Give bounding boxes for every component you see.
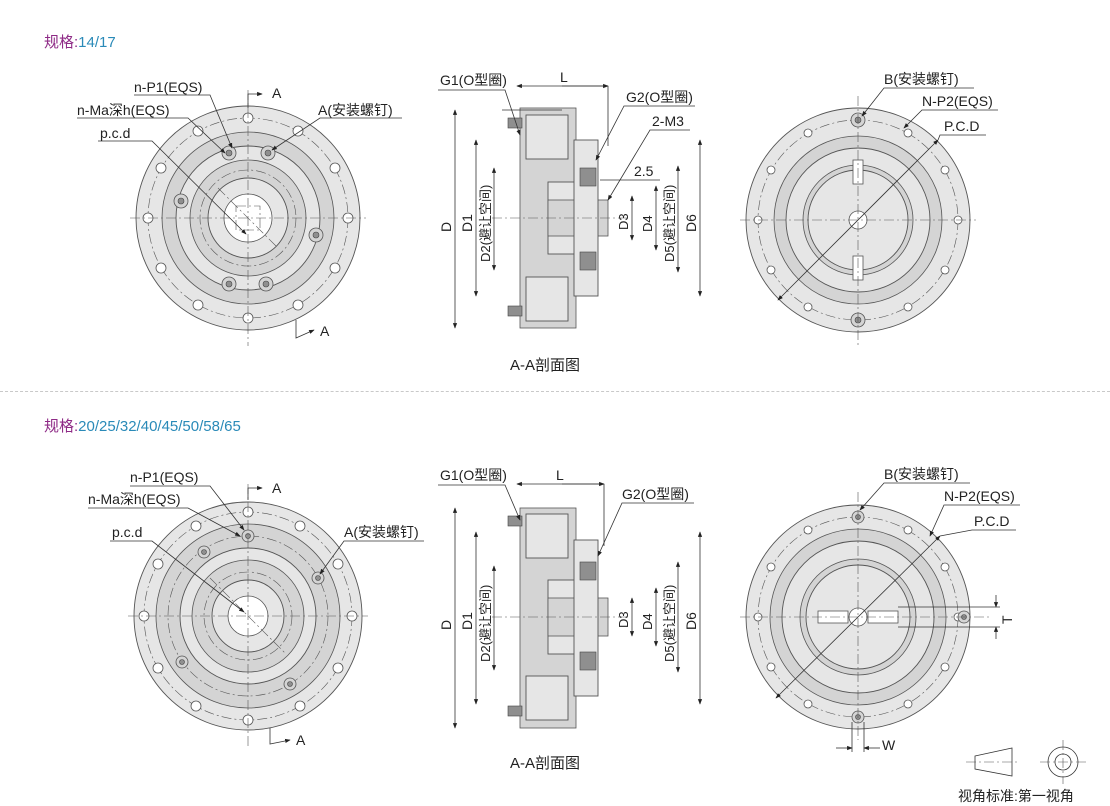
bottom-front-a-screw: A(安装螺钉)	[344, 524, 419, 540]
bottom-section-d1: D1	[459, 612, 475, 630]
top-section-dim25: 2.5	[634, 163, 654, 179]
top-front-pcd: p.c.d	[100, 125, 130, 141]
bottom-front-n-p1: n-P1(EQS)	[130, 469, 198, 485]
bottom-section-d3: D3	[616, 611, 631, 628]
bottom-rear-view: B(安装螺钉) N-P2(EQS) P.C.D T W	[740, 466, 1020, 753]
spec-bottom-value: 20/25/32/40/45/50/58/65	[78, 418, 241, 435]
bottom-section-d2: D2(避让空间)	[478, 585, 493, 662]
bottom-section-d6: D6	[683, 612, 699, 630]
bottom-section-view: G1(O型圈) L G2(O型圈) D D1 D2(避让空间) D3 D4 D5…	[438, 467, 703, 772]
top-section-d: D	[438, 222, 454, 232]
bottom-section-g1: G1(O型圈)	[440, 467, 507, 483]
top-front-section-a2: A	[320, 323, 330, 339]
bottom-front-bolt-holes	[175, 529, 325, 691]
bottom-front-section-a: A	[272, 480, 282, 496]
top-section-d3: D3	[616, 213, 631, 230]
bottom-rear-w: W	[882, 737, 896, 753]
top-rear-b-screw: B(安装螺钉)	[884, 71, 959, 87]
bottom-section-l: L	[556, 467, 564, 483]
top-front-section-a: A	[272, 85, 282, 101]
bottom-rear-t: T	[999, 615, 1015, 624]
top-section-d2: D2(避让空间)	[478, 185, 493, 262]
top-front-n-ma: n-Ma深h(EQS)	[77, 102, 170, 118]
top-front-view: A A n-P1(EQS) n-Ma深h(EQS) p.c.d A(安装螺钉)	[77, 79, 402, 346]
top-section-g1: G1(O型圈)	[440, 72, 507, 88]
bottom-rear-n-p2: N-P2(EQS)	[944, 488, 1015, 504]
bottom-rear-b-screw: B(安装螺钉)	[884, 466, 959, 482]
bottom-front-view: A A n-P1(EQS) n-Ma深h(EQS) p.c.d A(安装螺钉)	[88, 469, 424, 748]
bottom-section-d5: D5(避让空间)	[662, 585, 677, 662]
section-divider	[0, 391, 1110, 392]
top-section-d1: D1	[459, 214, 475, 232]
top-section-d5: D5(避让空间)	[662, 185, 677, 262]
top-section-l: L	[560, 69, 568, 85]
bottom-front-n-ma: n-Ma深h(EQS)	[88, 491, 181, 507]
spec-top-label: 规格:	[44, 34, 79, 51]
top-front-a-screw: A(安装螺钉)	[318, 102, 393, 118]
top-front-n-p1: n-P1(EQS)	[134, 79, 202, 95]
top-rear-n-p2: N-P2(EQS)	[922, 93, 993, 109]
spec-bottom: 规格:20/25/32/40/45/50/58/65	[44, 415, 241, 436]
top-section-m3: 2-M3	[652, 113, 684, 129]
top-front-bolt-holes	[173, 145, 324, 292]
top-section-g2: G2(O型圈)	[626, 89, 693, 105]
bottom-section-g2: G2(O型圈)	[622, 486, 689, 502]
bottom-section-d: D	[438, 620, 454, 630]
bottom-front-pcd: p.c.d	[112, 524, 142, 540]
spec-top: 规格:14/17	[44, 31, 116, 52]
top-rear-pcd: P.C.D	[944, 118, 980, 134]
top-section-d4: D4	[640, 215, 655, 232]
top-rear-outer-holes	[753, 128, 963, 312]
spec-top-value: 14/17	[78, 34, 116, 51]
projection-symbol	[966, 740, 1086, 784]
top-section-view: G1(O型圈) L G2(O型圈) 2-M3 2.5 D D1 D2(避让空间)…	[438, 69, 703, 374]
top-rear-view: B(安装螺钉) N-P2(EQS) P.C.D	[740, 71, 998, 346]
spec-bottom-label: 规格:	[44, 418, 79, 435]
bottom-section-d4: D4	[640, 613, 655, 630]
top-front-outer-holes	[142, 112, 354, 324]
bottom-front-section-a2: A	[296, 732, 306, 748]
view-standard-label: 视角标准:第一视角	[958, 788, 1074, 804]
bottom-section-caption: A-A剖面图	[510, 755, 580, 772]
top-section-caption: A-A剖面图	[510, 357, 580, 374]
bottom-rear-pcd: P.C.D	[974, 513, 1010, 529]
top-section-d6: D6	[683, 214, 699, 232]
